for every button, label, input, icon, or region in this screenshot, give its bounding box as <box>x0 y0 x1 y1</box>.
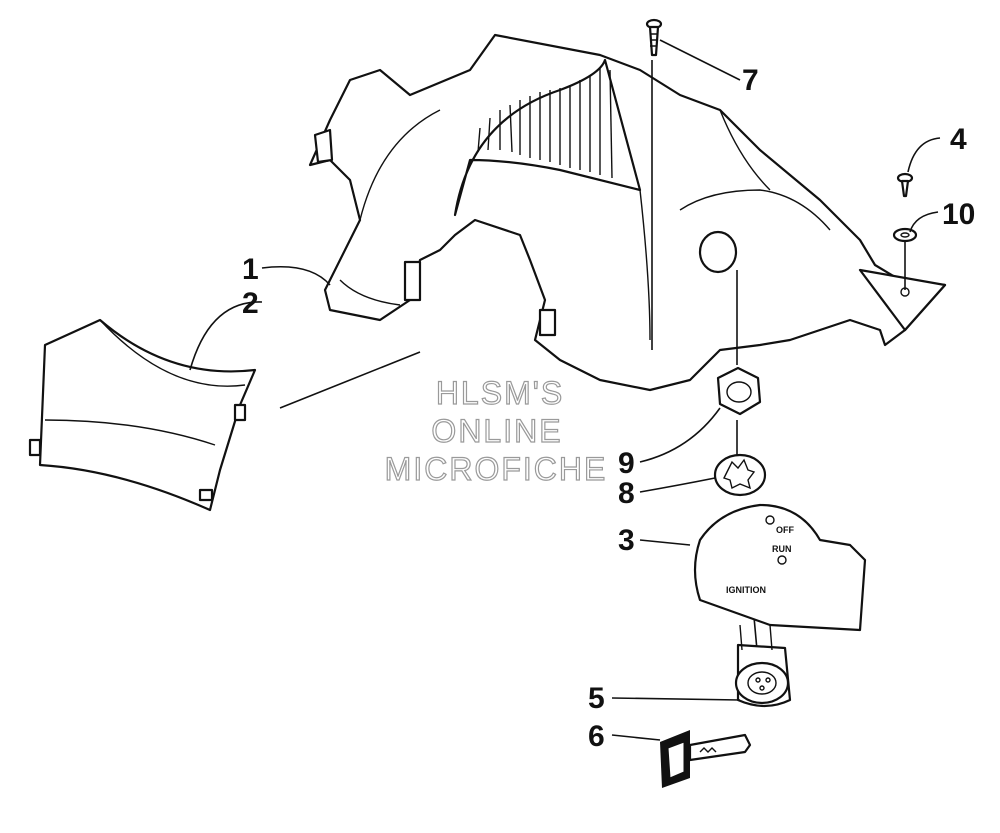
callout-3: 3 <box>618 524 635 557</box>
callout-1: 1 <box>242 253 259 286</box>
watermark-line-2: ONLINE <box>431 413 562 449</box>
leader-6 <box>611 734 661 741</box>
leader-2 <box>189 301 263 371</box>
part-9-hex-nut <box>716 366 762 416</box>
leader-7 <box>659 39 741 81</box>
assembly-guide-line <box>279 351 421 409</box>
part-10-washer <box>892 227 918 243</box>
callout-7: 7 <box>742 64 759 97</box>
leader-4 <box>907 137 941 173</box>
leader-10 <box>909 211 939 233</box>
callout-8: 8 <box>618 477 635 510</box>
decal-off-label: OFF <box>776 525 794 535</box>
part-1-console-cover <box>308 33 947 392</box>
callout-6: 6 <box>588 720 605 753</box>
part-6-key <box>660 730 752 788</box>
callout-9: 9 <box>618 447 635 480</box>
callout-4: 4 <box>950 123 967 156</box>
leader-3 <box>639 539 691 546</box>
watermark-line-3: MICROFICHE <box>385 451 608 487</box>
leader-8 <box>639 477 716 493</box>
part-4-screw <box>896 172 914 198</box>
leader-9 <box>639 407 721 463</box>
part-2-cover-insert <box>28 318 257 512</box>
leader-1 <box>261 265 331 286</box>
part-5-ignition-switch <box>734 624 792 708</box>
watermark: HLSM'S ONLINE MICROFICHE <box>384 374 608 487</box>
decal-ignition-label: IGNITION <box>726 585 766 595</box>
callout-10: 10 <box>942 198 975 231</box>
part-7-screw <box>645 18 663 57</box>
callout-2: 2 <box>242 287 259 320</box>
part-8-lock-washer <box>713 453 767 497</box>
leader-5 <box>611 697 741 701</box>
watermark-line-1: HLSM'S <box>436 375 564 411</box>
part-3-ignition-decal: OFF RUN IGNITION <box>693 503 867 632</box>
decal-run-label: RUN <box>772 544 792 554</box>
callout-5: 5 <box>588 682 605 715</box>
